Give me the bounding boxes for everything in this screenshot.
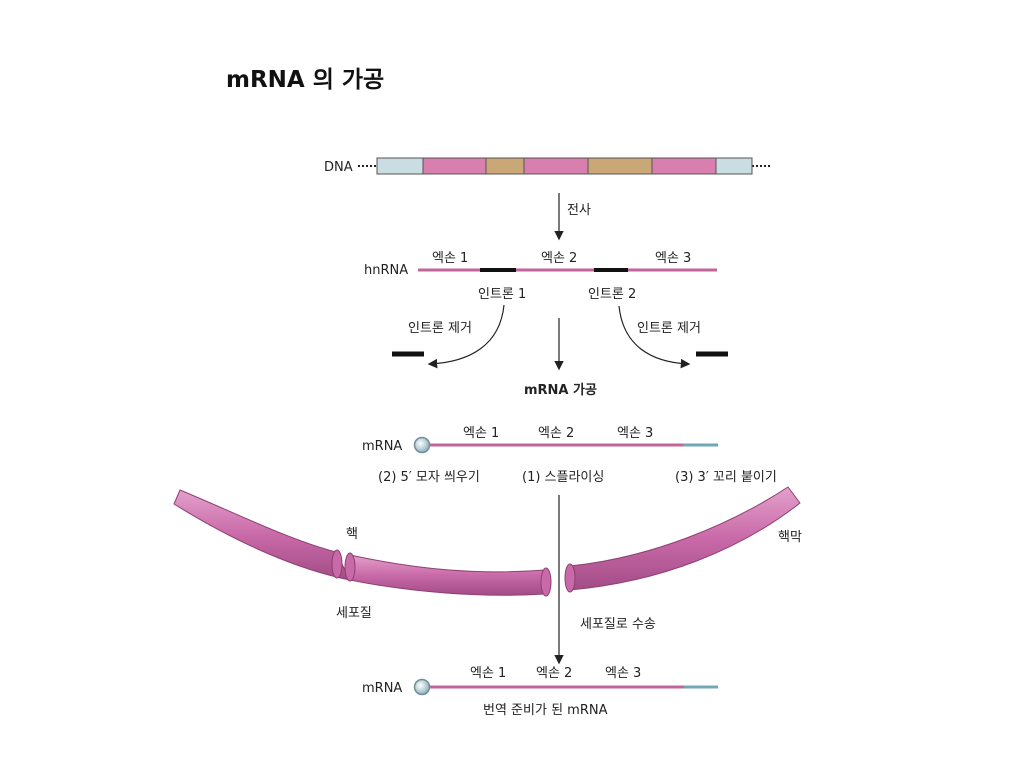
hnrna-intron-1-label: 인트론 1 [478,287,526,302]
dna-exon-3 [651,157,717,175]
mrna-nucleus-label: mRNA [362,439,402,454]
mrna-nucleus-strand [413,436,718,454]
nuclear-membrane-label: 핵막 [778,530,802,545]
mrna-cytoplasm-exon-2-label: 엑손 2 [536,666,572,681]
mrna-nucleus-cap-icon [413,436,431,454]
mrna-cytoplasm-cap-icon [413,678,431,696]
hnrna-exon-2-label: 엑손 2 [541,251,577,266]
mrna-cytoplasm-label: mRNA [362,681,402,696]
intron-removal-left-label: 인트론 제거 [408,321,472,336]
nucleus-label: 핵 [346,527,358,542]
dna-strand [376,157,753,175]
intron-removal-left-arrow [427,304,505,369]
dna-flank-left [376,157,424,175]
nuclear-pore-left-b [344,552,356,582]
mrna-nucleus-exon-2-label: 엑손 2 [538,426,574,441]
cap-step-label: (2) 5′ 모자 씌우기 [378,470,480,485]
mrna-cytoplasm-strand [413,678,718,696]
mrna-nucleus-exon-3-label: 엑손 3 [617,426,653,441]
membrane-right-segment [569,486,801,591]
nuclear-pore-center-b [564,563,576,593]
intron-removal-right-arrow [618,305,691,369]
page-title: mRNA 의 가공 [226,67,385,93]
hnrna-intron-2-label: 인트론 2 [588,287,636,302]
hnrna-exon-1-label: 엑손 1 [432,251,468,266]
membrane-center-segment [349,554,546,596]
dna-exon-2 [523,157,589,175]
nuclear-membrane [173,486,801,597]
hnrna-label: hnRNA [364,263,408,278]
dna-intron-1 [485,157,525,175]
processing-label: mRNA 가공 [524,383,597,398]
splicing-step-label: (1) 스플라이싱 [522,470,604,485]
transcription-label: 전사 [567,203,591,218]
mrna-nucleus-exon-1-label: 엑손 1 [463,426,499,441]
dna-exon-1 [422,157,487,175]
cytoplasm-label: 세포질 [336,606,372,621]
nuclear-pore-left-a [331,549,343,579]
dna-label: DNA [324,160,353,175]
transport-label: 세포질로 수송 [580,617,656,632]
tail-step-label: (3) 3′ 꼬리 붙이기 [675,470,777,485]
hnrna-exon-3-label: 엑손 3 [655,251,691,266]
mrna-cytoplasm-exon-3-label: 엑손 3 [605,666,641,681]
mrna-cytoplasm-exon-1-label: 엑손 1 [470,666,506,681]
dna-intron-2 [587,157,653,175]
dna-flank-right [715,157,753,175]
intron-removal-right-label: 인트론 제거 [637,321,701,336]
nuclear-pore-center-a [540,567,552,597]
mrna-cytoplasm-caption: 번역 준비가 된 mRNA [483,703,608,718]
membrane-left-segment [173,489,351,581]
